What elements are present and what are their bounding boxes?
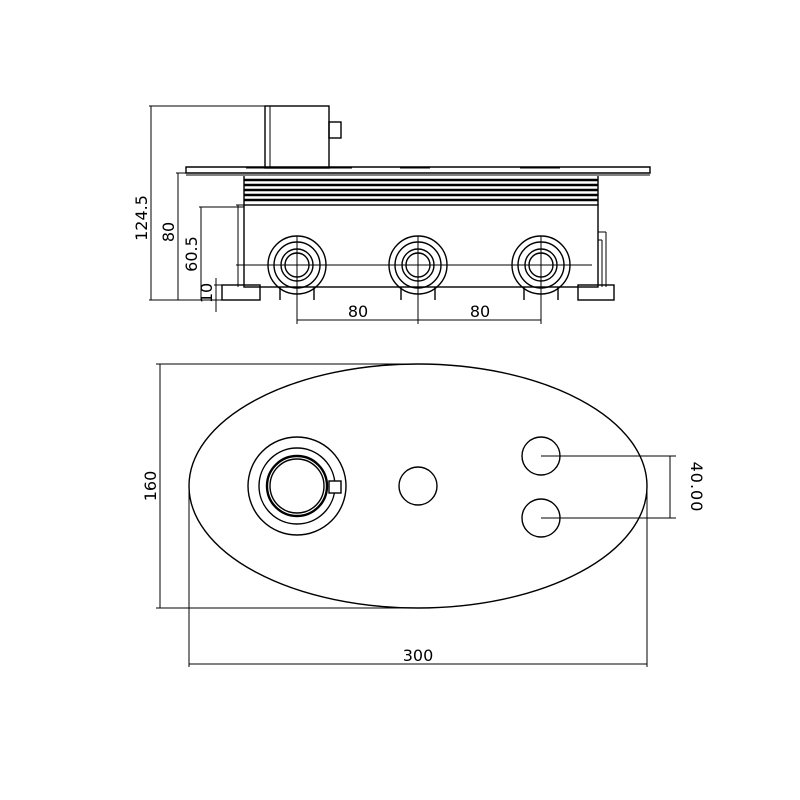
valve-body xyxy=(236,204,607,288)
dim-front-height-label: 160 xyxy=(141,471,160,502)
dim-base-height-label: 10 xyxy=(197,283,216,303)
dim-button-spacing-label: 40.00 xyxy=(687,462,706,513)
dim-plate-height: 80 xyxy=(159,172,186,300)
dim-front-width: 300 xyxy=(188,486,648,667)
dim-plate-height-label: 80 xyxy=(159,222,178,242)
thermostat-handle xyxy=(247,436,347,536)
cover-plate xyxy=(185,166,651,176)
dim-base-height: 10 xyxy=(197,278,222,312)
side-view: 124.5 80 60.5 10 80 xyxy=(132,105,651,324)
dim-outlet-spacing: 80 80 xyxy=(296,236,542,324)
dim-button-spacing: 40.00 xyxy=(541,455,706,519)
dim-front-height: 160 xyxy=(141,363,418,609)
dim-front-width-label: 300 xyxy=(403,646,434,665)
cartridge-body xyxy=(264,105,342,169)
oval-plate xyxy=(188,363,648,609)
base-feet xyxy=(221,284,615,301)
dim-spacing-left-label: 80 xyxy=(348,302,368,321)
dim-total-height-label: 124.5 xyxy=(132,195,151,241)
dim-outlet-height: 60.5 xyxy=(182,206,244,300)
dim-total-height: 124.5 xyxy=(132,105,265,300)
mounting-ring xyxy=(243,176,599,205)
dim-spacing-right-label: 80 xyxy=(470,302,490,321)
front-view: 40.00 160 300 xyxy=(141,363,706,667)
dim-outlet-height-label: 60.5 xyxy=(182,236,201,272)
center-knob xyxy=(398,466,438,506)
